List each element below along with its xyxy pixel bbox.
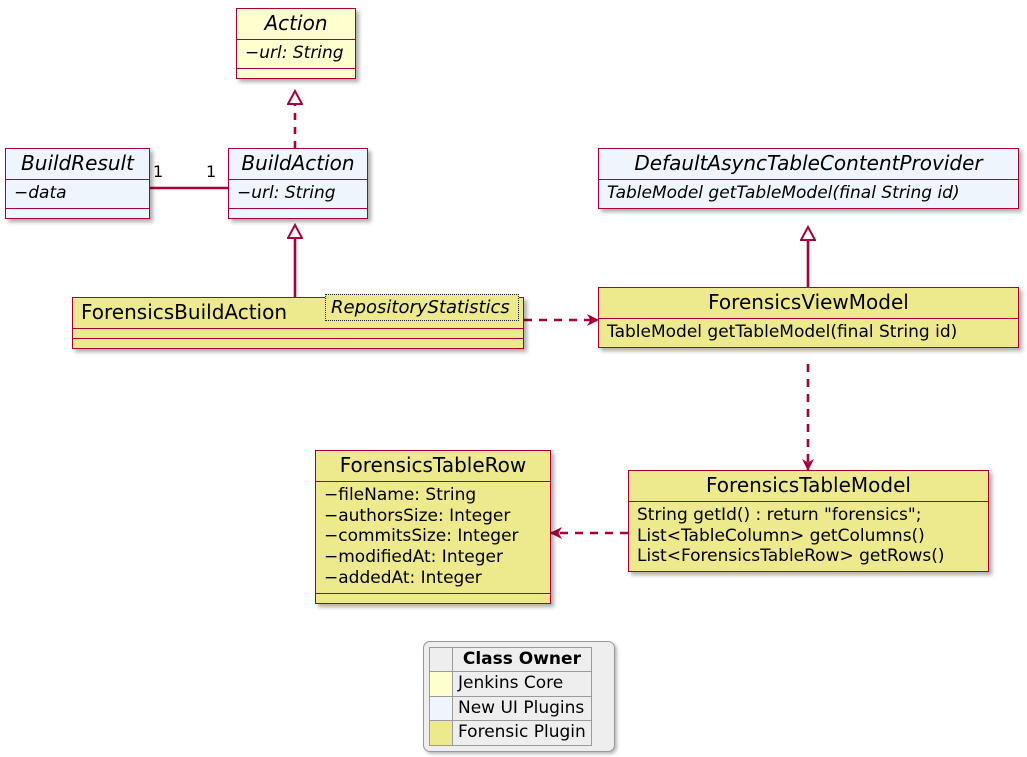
divider [73, 328, 523, 329]
divider [237, 67, 355, 69]
multiplicity-build-result: 1 [153, 162, 164, 181]
class-action-title: Action [264, 11, 328, 35]
class-forensics-table-row-title: ForensicsTableRow [339, 453, 527, 477]
class-build-result-methods [6, 209, 149, 218]
attribute-url: −url: String [245, 43, 344, 63]
divider [599, 318, 1018, 319]
class-forensics-view-model[interactable]: ForensicsViewModel TableModel getTableMo… [598, 287, 1019, 348]
class-default-async-table-content-provider-methods: TableModel getTableModel(final String id… [599, 180, 1018, 208]
class-forensics-table-model[interactable]: ForensicsTableModel String getId() : ret… [628, 470, 989, 573]
divider [316, 481, 550, 482]
divider [6, 179, 149, 180]
attribute-modified-at: −modifiedAt: Integer [324, 547, 503, 568]
class-action[interactable]: Action −url: String [236, 8, 356, 79]
class-forensics-table-model-title: ForensicsTableModel [706, 473, 911, 497]
legend-row-jenkins-core: Jenkins Core [429, 671, 592, 697]
class-forensics-build-action-methods [73, 339, 523, 348]
legend-header-swatch [429, 646, 453, 673]
class-build-result[interactable]: BuildResult −data [5, 148, 150, 219]
legend-swatch-new-ui-plugins [429, 695, 453, 722]
legend-label-new-ui-plugins: New UI Plugins [452, 695, 592, 722]
attribute-added-at: −addedAt: Integer [324, 567, 482, 588]
legend-label-jenkins-core: Jenkins Core [452, 671, 592, 697]
legend-class-owner: Class Owner Jenkins Core New UI Plugins … [423, 641, 615, 752]
class-default-async-table-content-provider[interactable]: DefaultAsyncTableContentProvider TableMo… [598, 148, 1019, 209]
divider [229, 207, 367, 209]
method-get-table-model: TableModel getTableModel(final String id… [607, 322, 958, 342]
divider [599, 179, 1018, 180]
divider [629, 501, 988, 502]
attribute-url: −url: String [237, 183, 336, 203]
method-get-columns: List<TableColumn> getColumns() [637, 525, 925, 546]
attribute-commits-size: −commitsSize: Integer [324, 526, 519, 547]
legend-header-label: Class Owner [452, 646, 592, 673]
legend-header-row: Class Owner [429, 646, 592, 673]
class-build-result-title: BuildResult [21, 151, 134, 175]
legend-label-forensic-plugin: Forensic Plugin [452, 720, 592, 746]
class-build-action-attributes: −url: String [229, 180, 367, 208]
multiplicity-build-action: 1 [206, 162, 217, 181]
legend-row-forensic-plugin: Forensic Plugin [429, 720, 592, 746]
method-get-rows: List<ForensicsTableRow> getRows() [637, 546, 945, 567]
attribute-data: −data [14, 183, 67, 203]
attribute-authors-size: −authorsSize: Integer [324, 505, 511, 526]
divider [73, 338, 523, 339]
divider [237, 39, 355, 40]
class-forensics-view-model-methods: TableModel getTableModel(final String id… [599, 319, 1018, 347]
class-forensics-table-row-attributes: −fileName: String −authorsSize: Integer … [316, 482, 550, 593]
class-action-methods [237, 69, 355, 78]
class-build-action-title: BuildAction [241, 151, 355, 175]
class-default-async-table-content-provider-title: DefaultAsyncTableContentProvider [634, 151, 983, 175]
class-build-action[interactable]: BuildAction −url: String [228, 148, 368, 219]
attribute-file-name: −fileName: String [324, 485, 477, 505]
class-forensics-table-row[interactable]: ForensicsTableRow −fileName: String −aut… [315, 450, 551, 604]
divider [229, 179, 367, 180]
class-build-action-methods [229, 209, 367, 218]
class-forensics-build-action-attributes [73, 329, 523, 338]
method-get-table-model: TableModel getTableModel(final String id… [607, 183, 960, 203]
method-get-id: String getId() : return "forensics"; [637, 505, 922, 525]
class-build-result-attributes: −data [6, 180, 149, 208]
class-action-attributes: −url: String [237, 40, 355, 68]
class-forensics-table-model-methods: String getId() : return "forensics"; Lis… [629, 502, 988, 571]
class-forensics-table-row-methods [316, 594, 550, 603]
class-forensics-build-action-title: ForensicsBuildAction [81, 300, 288, 324]
note-repository-statistics: RepositoryStatistics [325, 294, 519, 321]
class-forensics-view-model-title: ForensicsViewModel [708, 290, 909, 314]
divider [6, 207, 149, 209]
legend-swatch-jenkins-core [429, 671, 453, 697]
legend-swatch-forensic-plugin [429, 720, 453, 746]
legend-row-new-ui-plugins: New UI Plugins [429, 695, 592, 722]
divider [316, 592, 550, 594]
legend-table: Class Owner Jenkins Core New UI Plugins … [429, 646, 592, 746]
